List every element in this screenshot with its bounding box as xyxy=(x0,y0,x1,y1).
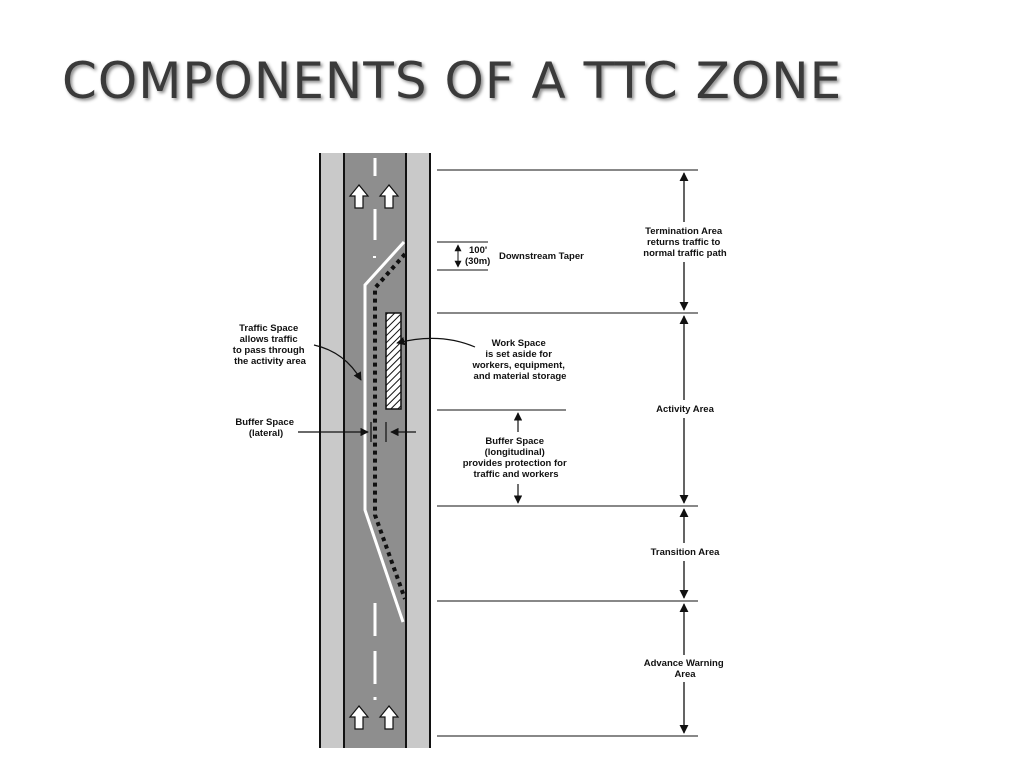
transition-area-label: Transition Area xyxy=(651,547,721,558)
traffic-path-line xyxy=(363,240,406,623)
lateral-buffer-dimension xyxy=(298,422,416,442)
traffic-space-label: Traffic Space allows traffic to pass thr… xyxy=(233,323,307,367)
work-space-area xyxy=(385,312,402,410)
slide-title: COMPONENTS OF A TTC ZONE xyxy=(62,52,843,110)
buffer-space-longitudinal-label: Buffer Space (longitudinal) provides pro… xyxy=(463,436,570,480)
advance-warning-area-label: Advance Warning Area xyxy=(644,658,727,680)
up-arrow-icon xyxy=(378,184,400,209)
shoulder-left xyxy=(320,153,344,748)
up-arrow-icon xyxy=(348,705,370,730)
termination-area-label: Termination Area returns traffic to norm… xyxy=(643,226,727,259)
work-space-label: Work Space is set aside for workers, equ… xyxy=(471,338,567,382)
up-arrow-icon xyxy=(378,705,400,730)
zone-boundaries xyxy=(437,169,698,737)
taper-distance-label: 100' (30m) xyxy=(465,245,490,267)
downstream-taper-dimension xyxy=(437,241,488,271)
shoulder-right xyxy=(406,153,430,748)
activity-area-label: Activity Area xyxy=(656,404,714,415)
downstream-taper-label: Downstream Taper xyxy=(499,251,584,262)
roadway xyxy=(319,153,431,748)
work-space-leader xyxy=(396,337,476,348)
up-arrow-icon xyxy=(348,184,370,209)
buffer-space-lateral-label: Buffer Space (lateral) xyxy=(235,417,296,439)
traffic-space-leader xyxy=(313,344,362,381)
